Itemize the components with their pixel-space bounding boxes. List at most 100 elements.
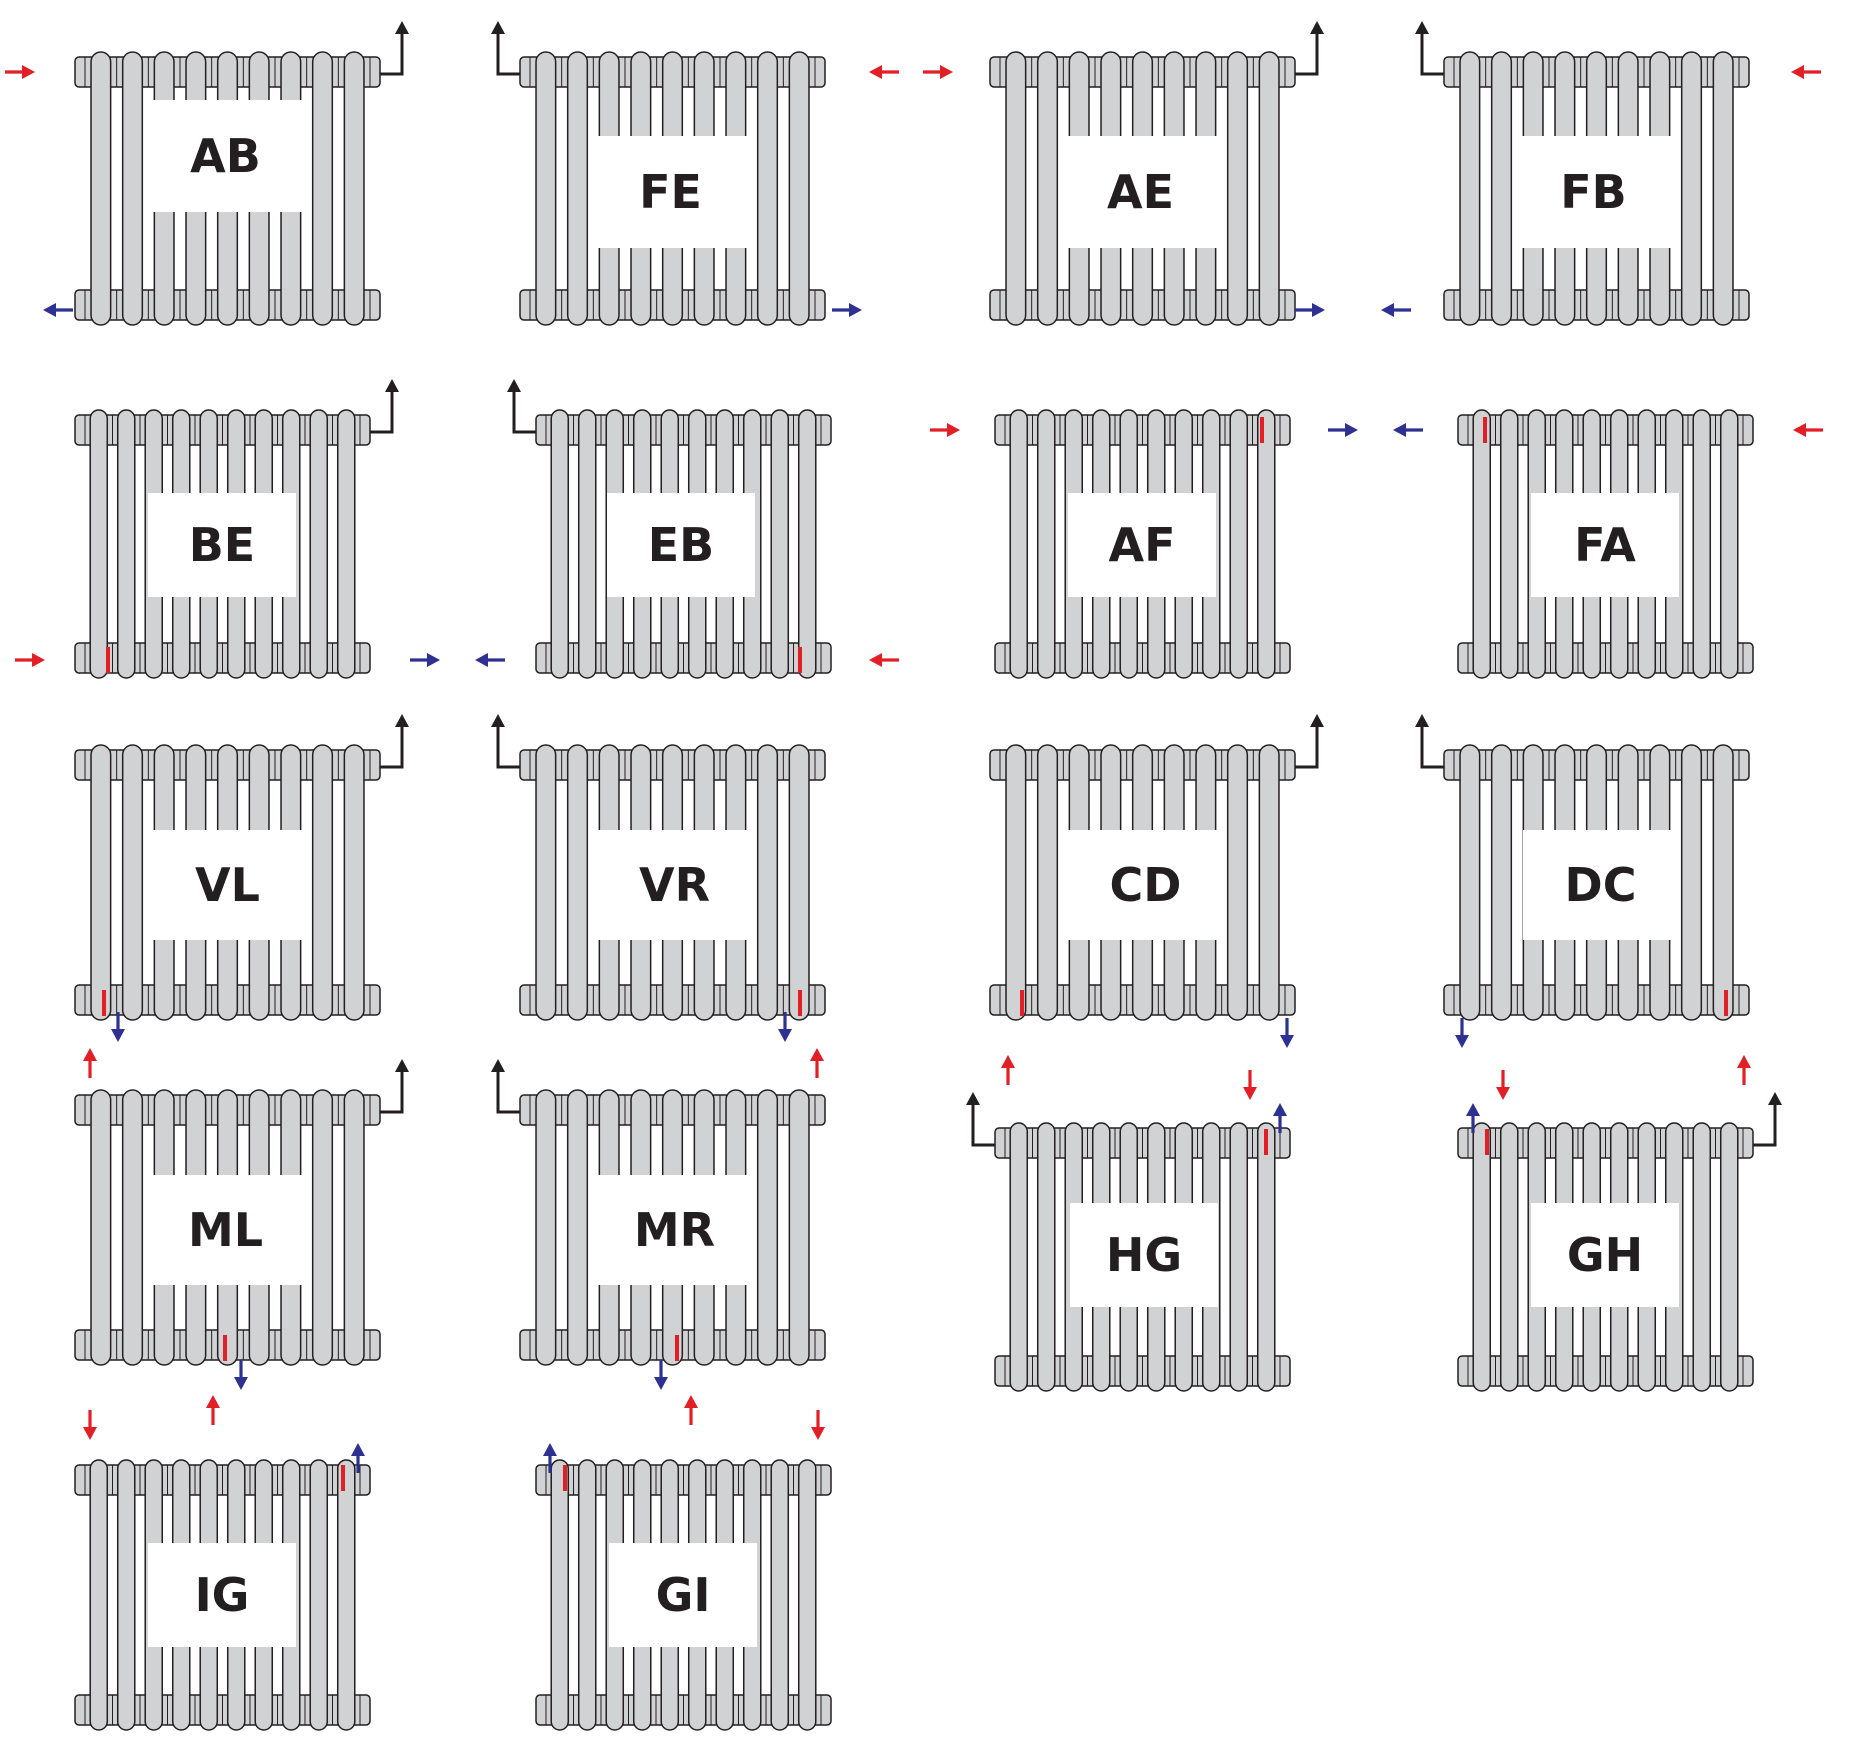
radiator-column bbox=[90, 744, 112, 1021]
connection-code-label: VR bbox=[639, 858, 710, 912]
supply-inlet-arrow bbox=[811, 1410, 825, 1440]
connection-code-label: AB bbox=[190, 129, 261, 183]
radiator-column bbox=[1036, 744, 1059, 1021]
connection-code-label: AF bbox=[1108, 518, 1175, 572]
flow-divider-mark bbox=[1264, 1129, 1268, 1155]
supply-inlet-arrow bbox=[1243, 1070, 1257, 1100]
return-outlet-arrow bbox=[111, 1012, 125, 1042]
flow-divider-mark bbox=[106, 647, 110, 673]
radiator-ae: AE bbox=[923, 21, 1325, 326]
supply-inlet-arrow bbox=[83, 1048, 97, 1078]
radiator-be: BE bbox=[15, 379, 440, 679]
radiator-fa: FA bbox=[1393, 409, 1823, 679]
radiator-column bbox=[566, 51, 589, 326]
supply-inlet-arrow bbox=[83, 1410, 97, 1440]
supply-inlet-arrow bbox=[1791, 65, 1821, 79]
flow-divider-mark bbox=[798, 990, 802, 1016]
supply-inlet-arrow bbox=[1001, 1055, 1015, 1085]
radiator-column bbox=[1009, 409, 1029, 679]
radiator-column bbox=[1712, 744, 1734, 1021]
radiator-column bbox=[1256, 1122, 1276, 1392]
label-box bbox=[1531, 493, 1679, 597]
radiator-column bbox=[1036, 1122, 1056, 1392]
air-vent-icon bbox=[491, 1059, 520, 1114]
radiator-column bbox=[756, 744, 779, 1021]
connection-code-label: VL bbox=[195, 858, 260, 912]
air-vent-icon bbox=[1295, 21, 1324, 76]
radiator-column bbox=[566, 744, 589, 1021]
return-outlet-arrow bbox=[1273, 1103, 1287, 1133]
radiator-column bbox=[116, 1459, 136, 1731]
radiator-column bbox=[309, 409, 329, 679]
radiator-column bbox=[535, 744, 557, 1021]
radiator-column bbox=[788, 744, 810, 1021]
radiator-mr: MR bbox=[491, 1059, 826, 1425]
label-box bbox=[597, 1175, 752, 1285]
flow-divider-mark bbox=[1724, 990, 1728, 1016]
radiator-column bbox=[1256, 409, 1276, 679]
radiator-column bbox=[90, 1089, 112, 1366]
radiator-column bbox=[577, 1459, 597, 1731]
label-box bbox=[148, 493, 296, 597]
radiator-column bbox=[1009, 1122, 1029, 1392]
connection-code-label: ML bbox=[188, 1203, 263, 1257]
supply-inlet-arrow bbox=[15, 653, 45, 667]
return-outlet-arrow bbox=[1466, 1103, 1480, 1133]
flow-divider-mark bbox=[1020, 990, 1024, 1016]
radiator-column bbox=[1459, 51, 1481, 326]
radiator-cd: CD bbox=[989, 714, 1324, 1085]
radiator-column bbox=[756, 1089, 779, 1366]
air-vent-icon bbox=[1415, 714, 1444, 769]
radiator-column bbox=[1258, 744, 1280, 1021]
air-vent-icon bbox=[507, 379, 536, 434]
radiator-column bbox=[336, 1459, 356, 1731]
radiator-column bbox=[1490, 51, 1513, 326]
return-outlet-arrow bbox=[1381, 303, 1411, 317]
label-box bbox=[148, 1543, 296, 1647]
radiator-column bbox=[311, 1089, 334, 1366]
radiator-hg: HG bbox=[966, 1070, 1291, 1392]
radiator-column bbox=[343, 744, 365, 1021]
supply-inlet-arrow bbox=[1496, 1070, 1510, 1100]
radiator-column bbox=[1499, 409, 1519, 679]
air-vent-icon bbox=[380, 714, 409, 769]
radiator-column bbox=[1680, 744, 1703, 1021]
radiator-ab: AB bbox=[5, 21, 409, 326]
return-outlet-arrow bbox=[654, 1360, 668, 1390]
label-box bbox=[597, 830, 752, 940]
radiator-column bbox=[577, 409, 597, 679]
radiator-fe: FE bbox=[491, 21, 899, 326]
radiator-column bbox=[550, 1459, 570, 1731]
return-outlet-arrow bbox=[351, 1443, 365, 1473]
connection-code-label: BE bbox=[189, 518, 255, 572]
radiator-column bbox=[1472, 1122, 1492, 1392]
return-outlet-arrow bbox=[778, 1012, 792, 1042]
radiator-column bbox=[1036, 409, 1056, 679]
label-box bbox=[1516, 136, 1671, 248]
flow-divider-mark bbox=[675, 1335, 679, 1361]
supply-inlet-arrow bbox=[5, 65, 35, 79]
radiator-dc: DC bbox=[1415, 714, 1751, 1085]
radiator-column bbox=[1692, 409, 1712, 679]
label-box bbox=[609, 1543, 757, 1647]
radiator-column bbox=[770, 409, 790, 679]
radiator-column bbox=[770, 1459, 790, 1731]
connection-code-label: MR bbox=[634, 1203, 715, 1257]
radiator-column bbox=[1499, 1122, 1519, 1392]
radiator-column bbox=[1229, 1122, 1249, 1392]
radiator-vl: VL bbox=[74, 714, 409, 1078]
flow-divider-mark bbox=[1485, 1129, 1489, 1155]
flow-divider-mark bbox=[223, 1335, 227, 1361]
supply-inlet-arrow bbox=[206, 1395, 220, 1425]
radiator-column bbox=[1490, 744, 1513, 1021]
connection-code-label: CD bbox=[1110, 858, 1182, 912]
radiator-column bbox=[121, 1089, 144, 1366]
radiator-column bbox=[1258, 51, 1280, 326]
radiator-column bbox=[535, 1089, 557, 1366]
connection-code-label: FE bbox=[639, 165, 702, 219]
radiator-column bbox=[116, 409, 136, 679]
radiator-column bbox=[343, 51, 365, 326]
connection-code-label: HG bbox=[1106, 1228, 1182, 1282]
supply-inlet-arrow bbox=[1793, 423, 1823, 437]
radiator-af: AF bbox=[930, 409, 1358, 679]
